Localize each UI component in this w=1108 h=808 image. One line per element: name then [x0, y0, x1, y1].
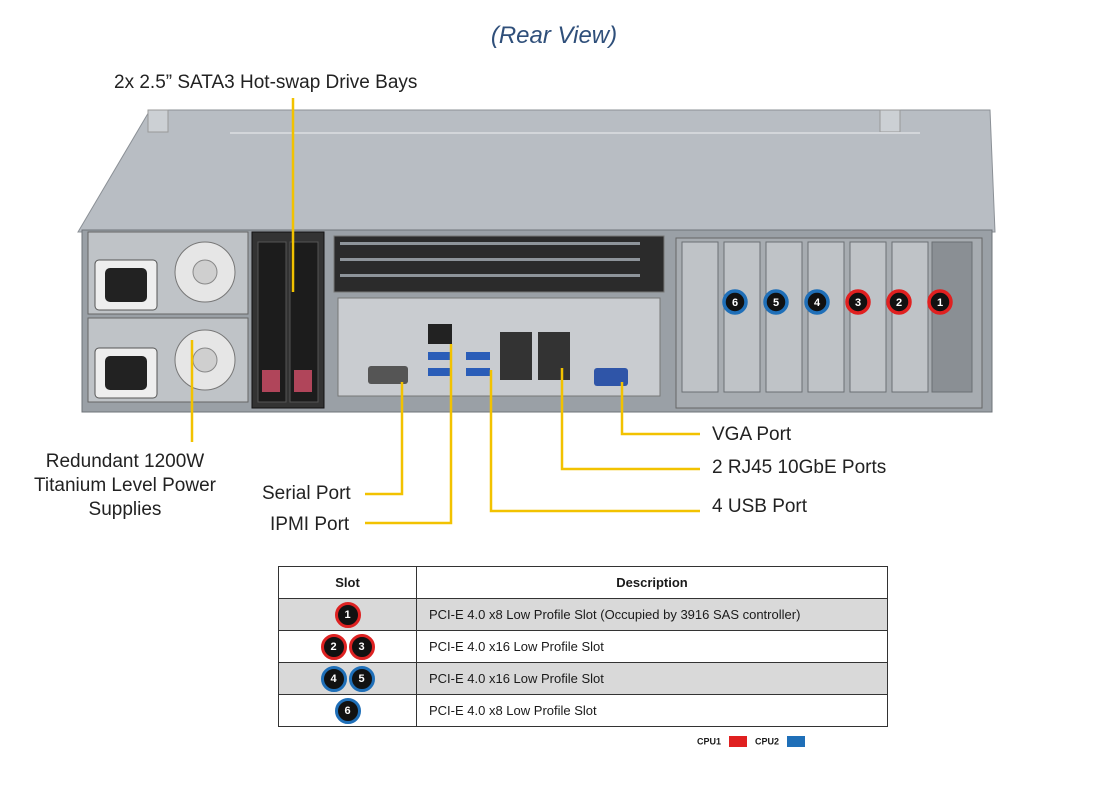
slot-description: PCI-E 4.0 x8 Low Profile Slot (Occupied … [416, 598, 888, 631]
usb-ports-shape-1 [428, 352, 452, 360]
callout-drive-bays: 2x 2.5” SATA3 Hot-swap Drive Bays [114, 72, 418, 93]
vent-holes [340, 242, 640, 277]
pcie-brackets [681, 241, 973, 393]
slot-marker-4: 4 [804, 289, 830, 315]
usb-ports-shape-3 [466, 352, 490, 360]
rack-ear-left [147, 109, 169, 133]
usb-ports-shape-4 [466, 368, 490, 376]
ipmi-port-shape [428, 324, 452, 344]
table-row: 6 PCI-E 4.0 x8 Low Profile Slot [278, 694, 888, 727]
slot-badge-6: 6 [334, 697, 361, 724]
psu-module-2 [87, 317, 249, 403]
slot-badge-1: 1 [334, 601, 361, 628]
svg-text:3: 3 [855, 297, 861, 309]
callout-rj45-ports: 2 RJ45 10GbE Ports [712, 457, 887, 478]
rj45-port-shape-1 [500, 332, 532, 380]
slot-marker-1: 1 [927, 289, 953, 315]
svg-text:6: 6 [732, 297, 738, 309]
drive-bays [251, 231, 325, 409]
callout-vga-port: VGA Port [712, 424, 792, 445]
slot-badge-5: 5 [348, 665, 375, 692]
slot-marker-2: 2 [886, 289, 912, 315]
callout-lines [190, 98, 700, 525]
slot-marker-5: 5 [763, 289, 789, 315]
callout-line-vga [620, 382, 700, 436]
callout-line-serial [365, 382, 404, 496]
callout-ipmi-port: IPMI Port [270, 514, 350, 535]
callout-line-rj45 [560, 368, 700, 471]
slot-description: PCI-E 4.0 x16 Low Profile Slot [416, 662, 888, 695]
callout-line-usb [489, 370, 700, 513]
callout-line-ipmi [365, 344, 453, 525]
description-header: Description [416, 566, 888, 599]
server-rear-diagram: 6 5 4 3 2 1 [77, 98, 996, 525]
slot-description: PCI-E 4.0 x8 Low Profile Slot [416, 694, 888, 727]
legend-label-cpu2: CPU2 [755, 736, 780, 747]
legend-swatch-cpu1 [729, 736, 748, 748]
slot-badge-3: 3 [348, 633, 375, 660]
rj45-port-shape-2 [538, 332, 570, 380]
psu-module-1 [87, 231, 249, 315]
view-title: (Rear View) [490, 22, 618, 49]
callout-serial-port: Serial Port [262, 483, 351, 504]
svg-text:2: 2 [896, 297, 902, 309]
cpu-legend: CPU1 CPU2 [697, 736, 813, 748]
slot-rows: 1 PCI-E 4.0 x8 Low Profile Slot (Occupied… [278, 598, 888, 727]
callout-power-supplies: Redundant 1200W Titanium Level Power Sup… [34, 451, 216, 520]
vent-grille [334, 236, 664, 292]
usb-ports-shape-2 [428, 368, 452, 376]
svg-text:5: 5 [773, 297, 779, 309]
table-row: 1 PCI-E 4.0 x8 Low Profile Slot (Occupied… [278, 598, 888, 631]
callout-usb-port: 4 USB Port [712, 496, 808, 517]
slot-badge-4: 4 [320, 665, 347, 692]
legend-label-cpu1: CPU1 [697, 736, 722, 747]
slot-marker-6: 6 [722, 289, 748, 315]
slot-header: Slot [278, 566, 417, 599]
slot-marker-3: 3 [845, 289, 871, 315]
slot-description: PCI-E 4.0 x16 Low Profile Slot [416, 630, 888, 663]
slot-badge-2: 2 [320, 633, 347, 660]
slot-markers: 6 5 4 3 2 1 [722, 289, 953, 315]
rack-ear-right [879, 109, 901, 133]
chassis-top [77, 109, 996, 233]
svg-text:1: 1 [937, 297, 943, 309]
slot-cell: 6 [278, 694, 417, 727]
slot-cell: 1 [278, 598, 417, 631]
vga-port-shape [594, 368, 628, 386]
serial-port-shape [368, 366, 408, 384]
svg-text:4: 4 [814, 297, 821, 309]
legend-swatch-cpu2 [787, 736, 806, 748]
